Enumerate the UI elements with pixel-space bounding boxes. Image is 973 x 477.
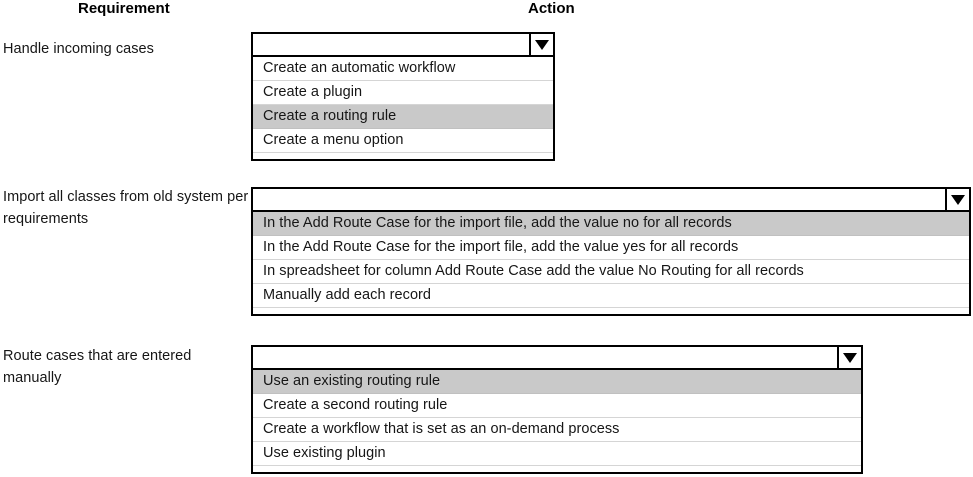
- list-item[interactable]: Create a routing rule: [253, 105, 553, 129]
- list-item[interactable]: In the Add Route Case for the import fil…: [253, 212, 969, 236]
- option-list-padding: [253, 153, 553, 159]
- option-list-handle-incoming-cases[interactable]: Create an automatic workflow Create a pl…: [251, 57, 555, 161]
- combobox-handle-incoming-cases[interactable]: [251, 32, 555, 57]
- list-item[interactable]: Manually add each record: [253, 284, 969, 308]
- chevron-down-icon[interactable]: [837, 347, 861, 368]
- column-header-requirement: Requirement: [78, 0, 170, 17]
- option-list-route-cases-manually[interactable]: Use an existing routing rule Create a se…: [251, 370, 863, 474]
- list-item[interactable]: Use an existing routing rule: [253, 370, 861, 394]
- action-dropdown-handle-incoming-cases[interactable]: Create an automatic workflow Create a pl…: [251, 32, 555, 161]
- column-header-action: Action: [528, 0, 575, 17]
- list-item[interactable]: Create a workflow that is set as an on-d…: [253, 418, 861, 442]
- combobox-import-all-classes[interactable]: [251, 187, 971, 212]
- option-list-padding: [253, 466, 861, 472]
- option-list-import-all-classes[interactable]: In the Add Route Case for the import fil…: [251, 212, 971, 316]
- list-item[interactable]: In spreadsheet for column Add Route Case…: [253, 260, 969, 284]
- chevron-down-icon[interactable]: [529, 34, 553, 55]
- combobox-selected-value-0[interactable]: [253, 34, 529, 55]
- list-item[interactable]: Create an automatic workflow: [253, 57, 553, 81]
- combobox-selected-value-2[interactable]: [253, 347, 837, 368]
- chevron-down-icon[interactable]: [945, 189, 969, 210]
- requirement-label-2: Route cases that are entered manually: [3, 348, 192, 386]
- option-list-padding: [253, 308, 969, 314]
- list-item[interactable]: Create a second routing rule: [253, 394, 861, 418]
- list-item[interactable]: Create a menu option: [253, 129, 553, 153]
- list-item[interactable]: In the Add Route Case for the import fil…: [253, 236, 969, 260]
- action-dropdown-import-all-classes[interactable]: In the Add Route Case for the import fil…: [251, 187, 971, 316]
- list-item[interactable]: Use existing plugin: [253, 442, 861, 466]
- action-dropdown-route-cases-manually[interactable]: Use an existing routing rule Create a se…: [251, 345, 863, 474]
- requirement-label-1: Import all classes from old system per r…: [3, 189, 249, 227]
- combobox-selected-value-1[interactable]: [253, 189, 945, 210]
- requirement-label-0: Handle incoming cases: [3, 41, 154, 57]
- list-item[interactable]: Create a plugin: [253, 81, 553, 105]
- combobox-route-cases-manually[interactable]: [251, 345, 863, 370]
